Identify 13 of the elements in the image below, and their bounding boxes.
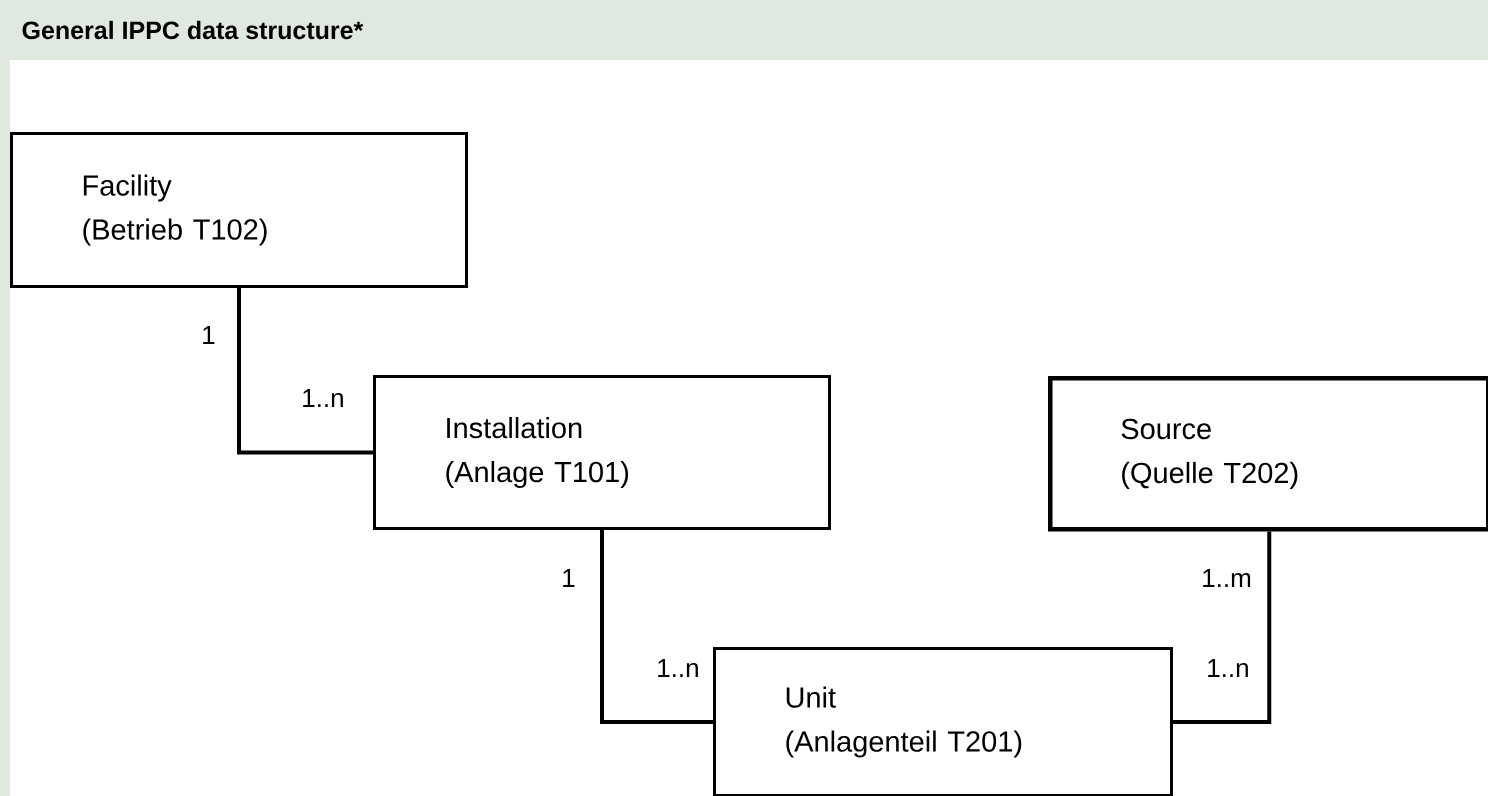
entity-box: Facility (Betrieb T102): [10, 132, 468, 288]
cardinality-label: 1..n: [303, 389, 343, 407]
entity-box: Unit (Anlagenteil T201): [713, 647, 1173, 796]
cardinality-label: 1..n: [1208, 659, 1248, 677]
entity-box: Source (Quelle T202): [1048, 376, 1488, 532]
cardinality-label: 1..m: [1203, 569, 1251, 587]
connector-line: [237, 288, 373, 455]
cardinality-label: 1: [203, 326, 215, 344]
title: General IPPC data structure*: [22, 20, 364, 40]
connector-line: [600, 530, 713, 724]
connector-line: [1173, 531, 1272, 724]
cardinality-label: 1: [563, 569, 575, 587]
entity-box: Installation (Anlage T101): [373, 375, 831, 530]
